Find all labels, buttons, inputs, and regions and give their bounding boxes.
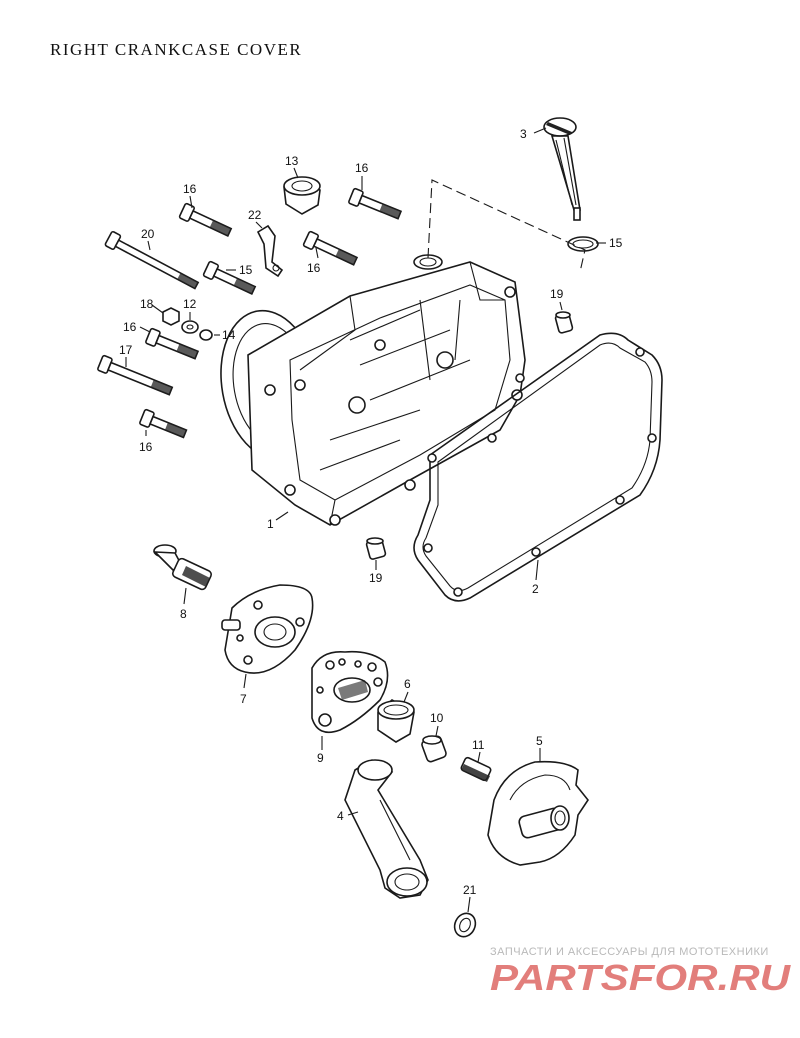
watermark-tagline: ЗАПЧАСТИ И АКСЕССУАРЫ ДЛЯ МОТОТЕХНИКИ	[490, 946, 769, 958]
callout-16-left: 16	[123, 320, 137, 334]
part-12-washer	[181, 320, 199, 334]
callout-11: 11	[472, 738, 485, 752]
part-3-oil-dipstick	[543, 117, 581, 221]
callout-15-bolt: 15	[239, 263, 253, 277]
callout-12: 12	[183, 297, 197, 311]
callout-16-top-middle: 16	[355, 161, 369, 175]
part-18-nut	[162, 307, 180, 326]
callout-8: 8	[180, 607, 187, 621]
part-6-bushing	[377, 699, 415, 743]
callout-9: 9	[317, 751, 324, 765]
callout-19-top: 19	[550, 287, 564, 301]
callout-16-top-left: 16	[183, 182, 197, 196]
callout-labels: 3 15 13 16 16 22 20 16 15 18 12 14 16 17…	[119, 127, 623, 897]
part-2-gasket	[413, 332, 663, 602]
callout-13: 13	[285, 154, 299, 168]
callout-16-lower-left: 16	[139, 440, 153, 454]
part-14-o-ring	[199, 329, 213, 341]
callout-2: 2	[532, 582, 539, 596]
callout-10: 10	[430, 711, 444, 725]
watermark-logo-text: PARTSFOR.RU	[490, 958, 791, 998]
part-4-kick-arm	[344, 759, 429, 899]
callout-20: 20	[141, 227, 155, 241]
alignment-dashed-line	[427, 179, 586, 273]
callout-17: 17	[119, 343, 133, 357]
leader-lines	[125, 127, 606, 913]
callout-3: 3	[520, 127, 527, 141]
part-22-clamp	[256, 224, 284, 278]
callout-16-mid: 16	[307, 261, 321, 275]
page-title: RIGHT CRANKCASE COVER	[50, 40, 303, 59]
part-19-dowel-pin-top	[554, 311, 574, 334]
part-21-washer	[453, 912, 477, 938]
callout-6: 6	[404, 677, 411, 691]
callout-15-dipstick-ring: 15	[609, 236, 623, 250]
callout-7: 7	[240, 692, 247, 706]
part-1-crankcase-cover	[220, 254, 526, 526]
part-8-shaft	[152, 544, 213, 591]
callout-1: 1	[267, 517, 274, 531]
part-10-sleeve	[421, 735, 447, 763]
callout-21: 21	[463, 883, 477, 897]
part-7-plate	[221, 584, 314, 674]
part-5-gear-plate	[487, 760, 589, 866]
part-15-o-ring	[567, 236, 599, 252]
part-13-collar	[283, 176, 321, 215]
bolts-group	[97, 187, 403, 439]
part-9-plate	[311, 650, 389, 734]
callout-19-bottom: 19	[369, 571, 383, 585]
part-19-dowel-pin-bottom	[365, 537, 387, 560]
callout-14: 14	[222, 328, 236, 342]
callout-18: 18	[140, 297, 154, 311]
callout-5: 5	[536, 734, 543, 748]
watermark-logo: PARTSFOR.RU	[490, 958, 791, 998]
callout-4: 4	[337, 809, 344, 823]
callout-22: 22	[248, 208, 262, 222]
part-11-spring	[460, 756, 492, 782]
